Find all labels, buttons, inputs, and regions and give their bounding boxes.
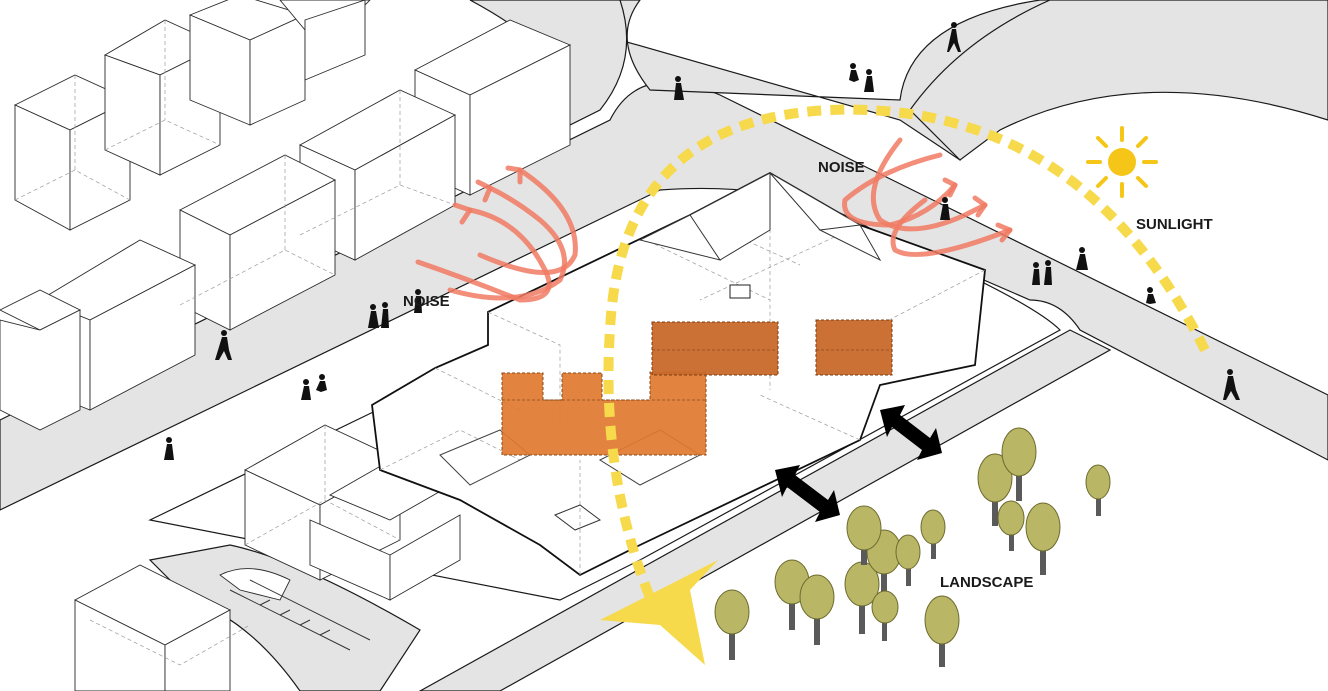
tree-icon bbox=[1085, 464, 1111, 516]
pedestrian-icon bbox=[368, 304, 379, 328]
sun-path bbox=[600, 104, 1210, 665]
sunlight-label: SUNLIGHT bbox=[1136, 216, 1213, 233]
pedestrian-icon bbox=[1044, 260, 1052, 285]
tree-icon bbox=[1001, 427, 1037, 501]
box-building bbox=[279, 0, 371, 81]
east-road bbox=[909, 0, 1328, 161]
tree-icon bbox=[977, 453, 1013, 526]
pedestrian-icon bbox=[1076, 247, 1088, 270]
noise-arrow-icon bbox=[842, 152, 958, 228]
pedestrian-icon bbox=[940, 197, 950, 220]
tree-icon bbox=[997, 500, 1025, 551]
landscape-trees bbox=[714, 427, 1111, 667]
neighbour-buildings-south bbox=[74, 424, 462, 691]
pedestrian-icon bbox=[316, 374, 327, 392]
noise-label-right: NOISE bbox=[818, 159, 865, 176]
pedestrians bbox=[164, 22, 1240, 460]
tree-icon bbox=[846, 505, 882, 565]
pedestrian-icon bbox=[381, 302, 389, 328]
program-volume-east bbox=[815, 319, 893, 376]
pedestrian-icon bbox=[1146, 287, 1156, 304]
pedestrian-icon bbox=[674, 76, 684, 100]
pedestrian-icon bbox=[849, 63, 859, 82]
pedestrian-icon bbox=[414, 289, 422, 313]
tree-icon bbox=[714, 589, 750, 660]
tree-icon bbox=[924, 595, 960, 667]
ramp-stairs bbox=[229, 579, 371, 651]
pedestrian-icon bbox=[164, 437, 174, 460]
noise-arrows-right bbox=[842, 137, 1013, 257]
main-building bbox=[371, 171, 986, 577]
pedestrian-icon bbox=[947, 22, 961, 52]
south-road bbox=[418, 329, 1112, 691]
noise-arrow-icon bbox=[415, 207, 552, 303]
tree-icon bbox=[1025, 502, 1061, 575]
access-arrows bbox=[775, 405, 942, 522]
double-arrow-icon bbox=[880, 405, 942, 460]
box-building bbox=[188, 0, 307, 126]
box-building bbox=[179, 154, 336, 331]
pedestrian-icon bbox=[215, 330, 232, 360]
tree-icon bbox=[920, 509, 946, 559]
double-arrow-icon bbox=[775, 465, 840, 522]
noise-label-left: NOISE bbox=[403, 293, 450, 310]
tree-icon bbox=[799, 574, 835, 645]
tree-icon bbox=[871, 590, 899, 641]
noise-arrows-left bbox=[415, 165, 578, 303]
pedestrian-icon bbox=[864, 69, 874, 92]
sun-arrowhead-icon bbox=[600, 560, 718, 665]
neighbour-buildings-north bbox=[0, 0, 572, 431]
box-building bbox=[0, 289, 82, 431]
landscape-label: LANDSCAPE bbox=[940, 574, 1033, 591]
pedestrian-icon bbox=[301, 379, 311, 400]
sun-icon bbox=[1086, 126, 1158, 198]
pedestrian-icon bbox=[1032, 262, 1040, 285]
pedestrian-icon bbox=[1223, 369, 1240, 400]
program-volume-center bbox=[651, 321, 779, 376]
tree-icon bbox=[895, 534, 921, 586]
